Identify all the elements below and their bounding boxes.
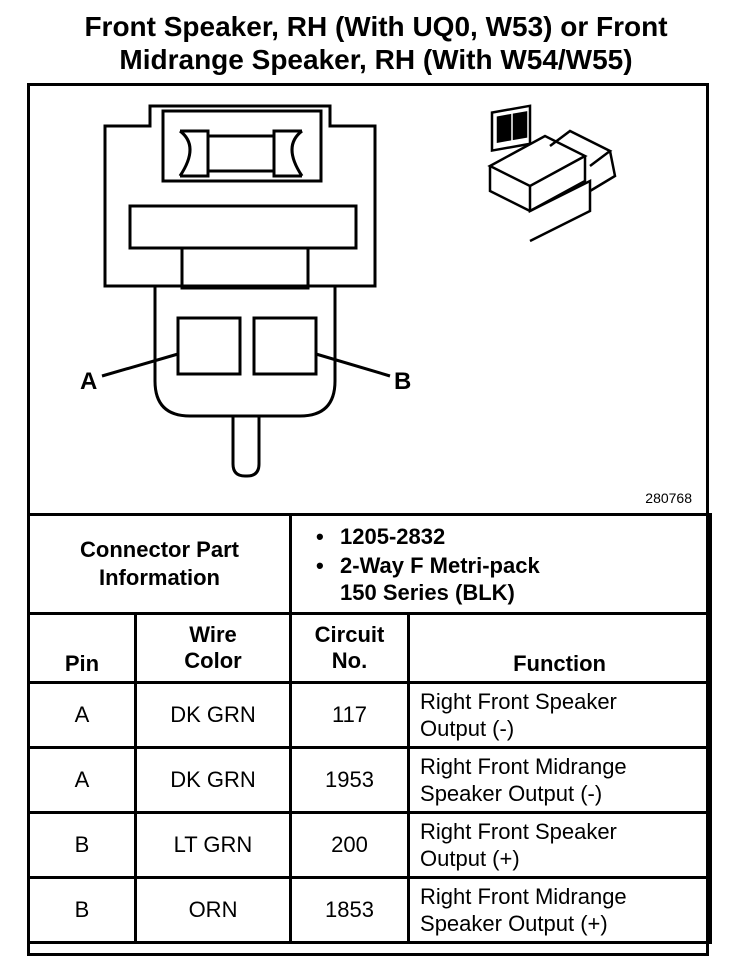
page-title: Front Speaker, RH (With UQ0, W53) or Fro…	[0, 10, 752, 76]
connector-isometric-view	[487, 104, 617, 243]
cell-circuit: 1953	[289, 746, 411, 814]
right-lens	[272, 129, 304, 178]
latch-block	[161, 109, 323, 183]
pin-a-leader	[101, 352, 179, 378]
cell-pin: A	[27, 746, 137, 814]
connector-info-item: •1205-2832	[316, 523, 446, 549]
pin-table: Connector Part Information •1205-2832 •2…	[26, 513, 713, 944]
header-pin: Pin	[27, 612, 137, 684]
header-circuit: Circuit No.	[289, 612, 411, 684]
figure-id: 280768	[645, 490, 692, 506]
connector-info-row: Connector Part Information •1205-2832 •2…	[26, 513, 713, 615]
connector-label-line1: Connector Part	[80, 537, 239, 562]
title-line-1: Front Speaker, RH (With UQ0, W53) or Fro…	[84, 11, 668, 42]
connector-label-line2: Information	[99, 565, 220, 590]
cell-pin: A	[27, 681, 137, 749]
cell-circuit: 117	[289, 681, 411, 749]
pin-a-label: A	[80, 368, 98, 395]
cell-wire-color: LT GRN	[133, 811, 293, 879]
table-header-row: Pin Wire Color Circuit No. Function	[27, 612, 713, 684]
cell-circuit: 200	[289, 811, 411, 879]
cell-wire-color: DK GRN	[133, 681, 293, 749]
cell-pin: B	[27, 811, 137, 879]
cell-pin: B	[27, 876, 137, 944]
pin-b-cavity	[252, 316, 318, 376]
neck	[180, 246, 310, 290]
cell-wire-color: DK GRN	[133, 746, 293, 814]
cell-circuit: 1853	[289, 876, 411, 944]
pin-b-label: B	[394, 368, 412, 395]
connector-drawing	[101, 104, 617, 478]
connector-housing-outline	[103, 104, 377, 288]
cell-wire-color: ORN	[133, 876, 293, 944]
left-lens	[178, 129, 210, 178]
connector-figure: A B 280768	[30, 86, 706, 513]
header-wire-color: Wire Color	[133, 612, 293, 684]
title-line-2: Midrange Speaker, RH (With W54/W55)	[119, 44, 633, 75]
pin-a-cavity	[176, 316, 242, 376]
pin-stub	[231, 416, 261, 478]
connector-part-label: Connector Part Information	[26, 513, 293, 615]
crossbar	[128, 204, 358, 250]
pin-b-leader	[315, 352, 391, 378]
connector-frame: A B 280768 Connector Part Information •1…	[26, 83, 713, 956]
terminal-cavity	[153, 284, 337, 418]
header-function: Function	[407, 612, 713, 684]
